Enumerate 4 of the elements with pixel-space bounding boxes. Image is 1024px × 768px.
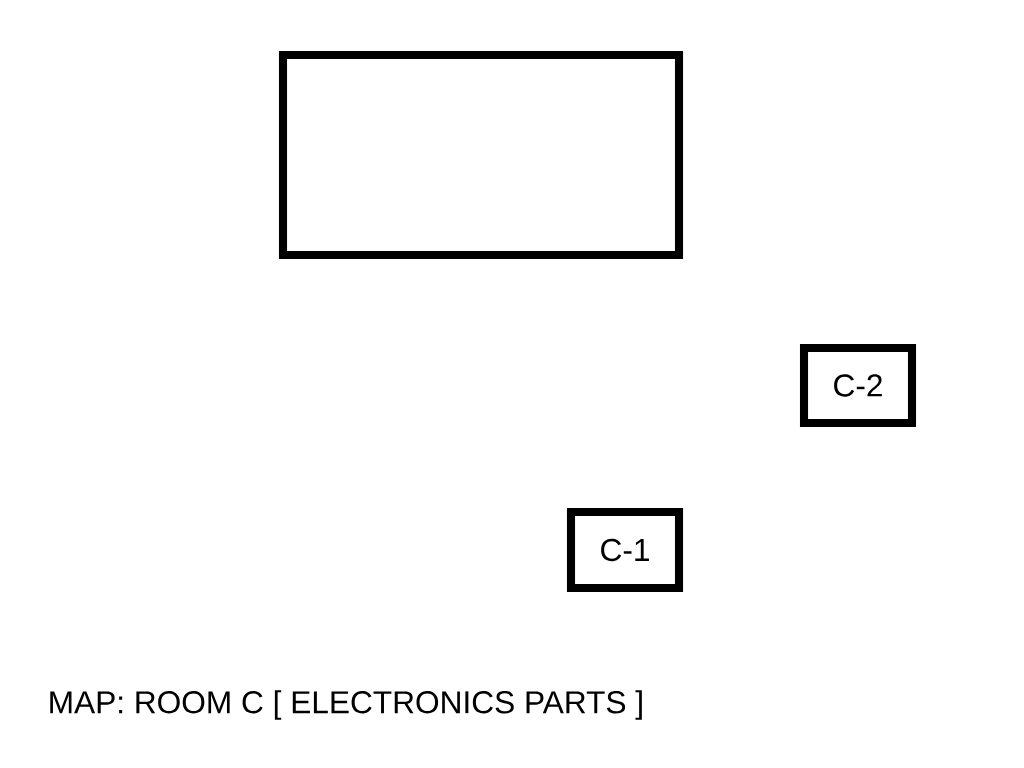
map-title: MAP: ROOM C [ ELECTRONICS PARTS ] <box>50 690 642 720</box>
shelf-box: C-2 <box>799 343 917 428</box>
shelf-box: C-1 <box>566 507 684 593</box>
table-box <box>278 50 684 260</box>
